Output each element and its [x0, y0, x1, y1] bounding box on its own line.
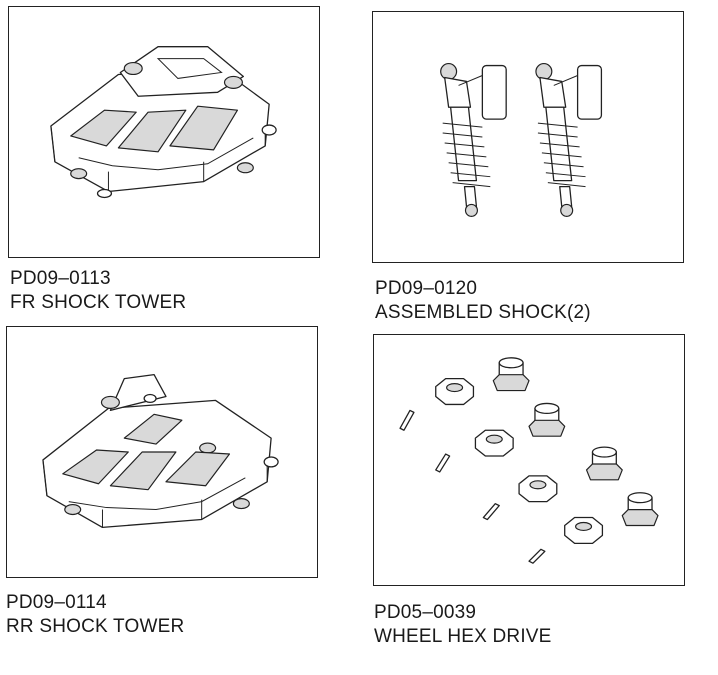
part-name: RR SHOCK TOWER: [6, 616, 185, 637]
part-code: PD09–0113: [10, 268, 111, 289]
hex-hub: [585, 446, 623, 481]
part-name: ASSEMBLED SHOCK(2): [375, 302, 591, 323]
wheel-hex-drive-image: [373, 334, 685, 586]
drive-pin: [528, 548, 546, 564]
rr-shock-tower-drawing: [42, 373, 279, 529]
drive-pin: [435, 453, 451, 473]
assembled-shock-image: [372, 11, 684, 263]
hex-hub: [492, 357, 530, 392]
part-name: WHEEL HEX DRIVE: [374, 626, 552, 647]
hex-nut: [474, 429, 514, 457]
hex-nut: [564, 516, 604, 544]
hex-hub: [621, 492, 659, 527]
hex-nut: [435, 378, 475, 406]
part-name: FR SHOCK TOWER: [10, 292, 187, 313]
part-code: PD05–0039: [374, 602, 477, 623]
assembled-shock-caption: PD09–0120 ASSEMBLED SHOCK(2): [375, 277, 591, 325]
rr-shock-tower-image: [6, 326, 318, 578]
fr-shock-tower-drawing: [50, 46, 277, 199]
part-code: PD09–0114: [6, 592, 107, 613]
wheel-hex-drive-drawing: [399, 357, 659, 564]
shock-right: [535, 62, 603, 217]
shock-left: [440, 62, 507, 217]
hex-hub: [528, 402, 566, 437]
fr-shock-tower-image: [8, 6, 320, 258]
assembled-shock-drawing: [440, 62, 603, 217]
part-code: PD09–0120: [375, 278, 478, 299]
hex-nut: [518, 475, 558, 503]
drive-pin: [482, 503, 500, 521]
drive-pin: [399, 409, 415, 431]
wheel-hex-drive-caption: PD05–0039 WHEEL HEX DRIVE: [374, 601, 552, 649]
rr-shock-tower-caption: PD09–0114 RR SHOCK TOWER: [6, 591, 184, 639]
fr-shock-tower-caption: PD09–0113 FR SHOCK TOWER: [10, 267, 186, 315]
